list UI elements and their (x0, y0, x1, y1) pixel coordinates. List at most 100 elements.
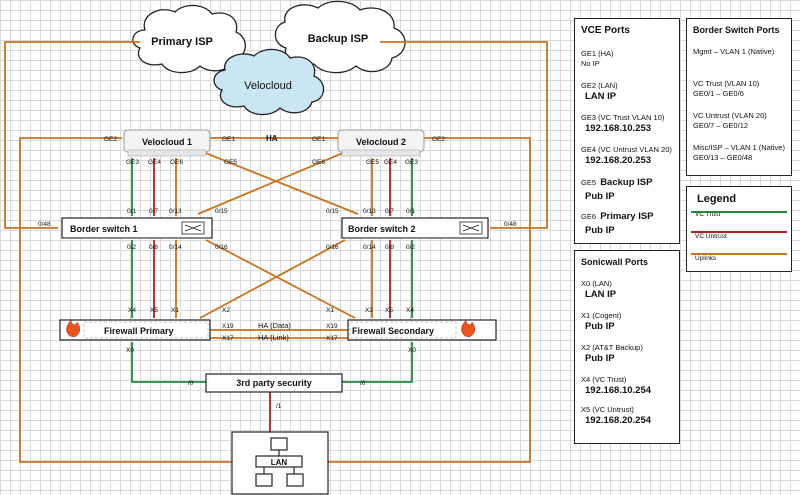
sonicwall-port-ip: Pub IP (585, 353, 615, 364)
port-label: GE2 (432, 136, 445, 143)
backup-isp-cloud: Backup ISP (274, 0, 406, 74)
port-label: GE5 (224, 159, 237, 166)
port-label: HA (Data) (258, 321, 291, 330)
firewall-secondary-device[interactable]: Firewall Secondary (347, 319, 497, 341)
lan-block[interactable]: LAN (231, 431, 329, 495)
port-label: 0/16 (326, 244, 339, 251)
firewall-secondary-label: Firewall Secondary (352, 326, 434, 336)
vce-port-name: GE5 (581, 178, 597, 187)
vce-port-name: GE1 (HA) (581, 49, 614, 58)
port-label: GE2 (104, 136, 117, 143)
port-label: 0/13 (169, 208, 182, 215)
vce-ports-panel: VCE Ports GE1 (HA) No IP GE2 (LAN) LAN I… (574, 18, 680, 244)
primary-isp-label: Primary ISP (151, 36, 213, 48)
velocloud-2-device[interactable]: Velocloud 2 (337, 129, 425, 157)
vce-port-ip: 192.168.10.253 (585, 123, 652, 134)
firewall-primary-device[interactable]: Firewall Primary (59, 319, 211, 341)
port-label: GE6 (170, 159, 183, 166)
velocloud-cloud: Velocloud (213, 48, 325, 116)
port-label: HA (266, 134, 278, 143)
port-label: 0/13 (363, 208, 376, 215)
legend-untrust-line (691, 231, 787, 233)
flame-icon (461, 319, 476, 338)
port-label: X17 (222, 335, 234, 342)
border-switch-ports-panel: Border Switch Ports Mgmt – VLAN 1 (Nativ… (686, 18, 792, 176)
vce-port-name: GE4 (VC Untrust VLAN 20) (581, 145, 672, 154)
switch-arrows-icon (184, 224, 202, 232)
sonicwall-port-name: X0 (LAN) (581, 279, 612, 288)
vce-port-name: GE6 (581, 212, 597, 221)
port-label: X1 (171, 307, 179, 314)
legend-uplinks-line (691, 253, 787, 255)
sonicwall-ports-panel: Sonicwall Ports X0 (LAN) LAN IP X1 (Coge… (574, 250, 680, 444)
port-label: /0 (360, 380, 366, 387)
vce-port-ip: Pub IP (585, 191, 615, 202)
sonicwall-port-name: X1 (Cogent) (581, 311, 622, 320)
uplink-cables (4, 41, 548, 463)
port-label: X1 (326, 307, 334, 314)
sonicwall-port-ip: 192.168.10.254 (585, 385, 652, 396)
legend-trust-line (691, 211, 787, 213)
port-label: X19 (222, 323, 234, 330)
port-label: HA (Link) (258, 333, 289, 342)
legend-uplinks-label: Uplinks (695, 255, 717, 262)
vce-ports-title: VCE Ports (581, 25, 630, 36)
border-port-range: GE0/13 – GE0/48 (693, 153, 753, 162)
backup-isp-label: Backup ISP (308, 33, 369, 45)
port-label: GE4 (384, 159, 397, 166)
border-port-range: GE0/7 – GE0/12 (693, 121, 749, 130)
port-label: GE1 (312, 136, 325, 143)
port-label: X0 (408, 347, 416, 354)
border-port-vlan: VC Trust (VLAN 10) (693, 79, 760, 88)
computer-icon (286, 473, 304, 487)
sonicwall-port-name: X5 (VC Untrust) (581, 405, 634, 414)
vce-port-ip: 192.168.20.253 (585, 155, 652, 166)
port-label: X4 (128, 307, 136, 314)
border-switch-1-device[interactable]: Border switch 1 (61, 217, 213, 239)
computer-icon (270, 437, 288, 451)
port-label: GE4 (148, 159, 161, 166)
velocloud-1-device[interactable]: Velocloud 1 (123, 129, 211, 157)
port-label: X2 (365, 307, 373, 314)
computer-icon (255, 473, 273, 487)
velocloud-label: Velocloud (244, 80, 292, 92)
port-label: 0/1 (127, 208, 136, 215)
port-labels: GE2 GE1 HA GE1 GE2 GE3 GE4 GE6 GE5 GE6 G… (38, 134, 517, 410)
lan-label: LAN (271, 458, 288, 467)
border-switch-1-label: Border switch 1 (70, 224, 138, 234)
sonicwall-port-ip: 192.168.20.254 (585, 415, 652, 426)
border-port-vlan: Mgmt – VLAN 1 (Native) (693, 47, 775, 56)
vce-port-ip: No IP (581, 59, 600, 68)
port-label: X5 (385, 307, 393, 314)
velocloud-2-label: Velocloud 2 (356, 137, 406, 147)
vce-port-ip: Pub IP (585, 225, 615, 236)
port-label: /1 (276, 403, 282, 410)
switch-arrows-icon (462, 224, 480, 232)
border-port-range: GE0/1 – GE0/6 (693, 89, 744, 98)
port-label: 0/1 (406, 208, 415, 215)
vce-port-role: Backup ISP (600, 177, 653, 188)
untrust-cables (153, 158, 391, 432)
port-label: X17 (326, 335, 338, 342)
legend-untrust-label: VC Untrust (695, 233, 727, 240)
sonicwall-port-name: X4 (VC Trust) (581, 375, 627, 384)
border-port-vlan: VC Untrust (VLAN 20) (693, 111, 767, 120)
port-label: GE6 (312, 159, 325, 166)
third-party-security-device[interactable]: 3rd party security (205, 373, 343, 393)
sonicwall-port-ip: LAN IP (585, 289, 617, 300)
port-label: 0/15 (215, 208, 228, 215)
trust-cables (131, 158, 413, 383)
legend-title: Legend (697, 193, 737, 205)
port-label: 0/15 (326, 208, 339, 215)
border-switch-2-device[interactable]: Border switch 2 (341, 217, 489, 239)
vce-port-role: Primary ISP (600, 211, 654, 222)
velocloud-1-label: Velocloud 1 (142, 137, 192, 147)
port-label: 0/8 (385, 244, 394, 251)
border-port-vlan: Misc/ISP – VLAN 1 (Native) (693, 143, 785, 152)
port-label: 0/48 (504, 221, 517, 228)
sonicwall-port-ip: Pub IP (585, 321, 615, 332)
port-label: 0/2 (406, 244, 415, 251)
port-label: 0/16 (215, 244, 228, 251)
port-label: GE3 (405, 159, 418, 166)
